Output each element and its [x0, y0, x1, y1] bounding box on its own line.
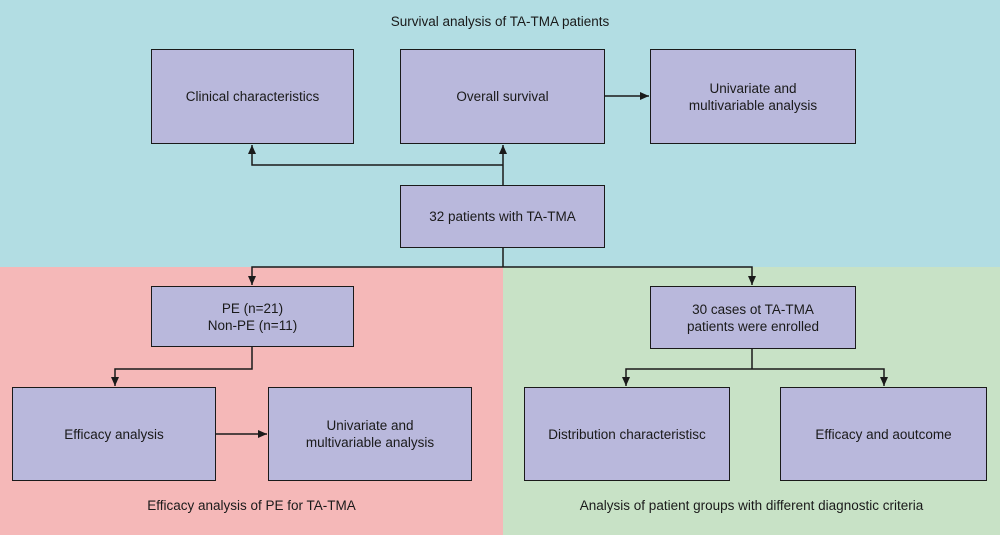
overall-survival-box: Overall survival — [400, 49, 605, 144]
univariate-multivariable-top-box: Univariate and multivariable analysis — [650, 49, 856, 144]
arrow-to-outcome — [752, 368, 888, 386]
efficacy-analysis-box: Efficacy analysis — [12, 387, 216, 481]
patients-box: 32 patients with TA-TMA — [400, 185, 605, 248]
clinical-characteristics-box: Clinical characteristics — [151, 49, 354, 144]
univariate-multivariable-bottom-box: Univariate and multivariable analysis — [268, 387, 472, 481]
arrow-patients-to-clinical — [248, 145, 503, 166]
efficacy-outcome-box: Efficacy and aoutcome — [780, 387, 987, 481]
arrow-pe-to-efficacy — [111, 347, 253, 386]
arrow-to-pe-groups — [248, 266, 503, 285]
arrow-to-enrolled — [503, 266, 756, 285]
diagnostic-region-title: Analysis of patient groups with differen… — [579, 498, 924, 513]
arrow-to-distribution — [622, 368, 752, 386]
enrolled-cases-box: 30 cases ot TA-TMA patients were enrolle… — [650, 286, 856, 349]
distribution-characteristics-box: Distribution characteristisc — [524, 387, 730, 481]
pe-region-title: Efficacy analysis of PE for TA-TMA — [147, 498, 356, 513]
pe-groups-box: PE (n=21) Non-PE (n=11) — [151, 286, 354, 347]
survival-region-title: Survival analysis of TA-TMA patients — [390, 14, 610, 29]
